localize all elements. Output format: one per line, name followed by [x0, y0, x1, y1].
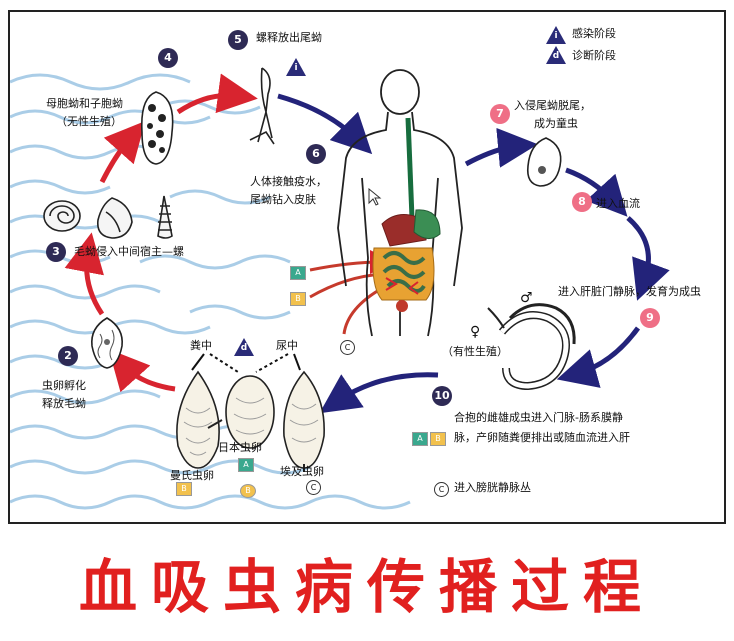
venous-plexus-label: 进入膀胱静脉丛	[454, 481, 531, 494]
step-2-marker: 2	[58, 346, 78, 366]
cursor-icon	[368, 188, 382, 206]
diagram-frame: 4 5 6 3 2 7 8 9 10 螺释放出尾蚴 i 母胞蚴和子胞蚴 （无性生…	[8, 10, 726, 524]
step-6-label-1: 人体接触疫水，	[250, 175, 327, 188]
step-10-label-1: 合抱的雌雄成虫进入门脉-肠系膜静	[454, 411, 623, 424]
legend-diagnostic-label: 诊断阶段	[572, 49, 616, 62]
step-8-marker: 8	[572, 192, 592, 212]
japonicum-egg-label: 日本虫卵	[218, 441, 262, 454]
adult-worm-pair-figure	[487, 303, 576, 391]
male-symbol: ♂	[520, 290, 533, 306]
step-2-label-2: 释放毛蚴	[42, 397, 86, 410]
haematobium-egg-label: 埃及虫卵	[280, 465, 324, 478]
schistosomulum-figure	[526, 137, 562, 187]
haematobium-egg-figure	[283, 370, 325, 472]
diagnostic-stage-icon: d	[234, 338, 254, 356]
step-10-marker: 10	[432, 386, 452, 406]
feces-label: 粪中	[190, 339, 212, 352]
step-10-label-2: 脉，产卵随粪便排出或随血流进入肝	[454, 431, 630, 444]
step-8-label: 进入血流	[596, 197, 640, 210]
badge-b-mansoni: B	[176, 482, 192, 496]
arrow-egg-to-miracidium	[108, 349, 176, 393]
step-3-marker: 3	[46, 242, 66, 262]
step-5-marker: 5	[228, 30, 248, 50]
arrow-cercaria-to-human	[277, 93, 373, 155]
badge-b-intestine: B	[290, 292, 306, 306]
sexual-reproduction-label: （有性生殖）	[442, 345, 508, 358]
arrow-snail-to-sporocyst	[99, 121, 146, 184]
sporocyst-figure	[140, 91, 174, 165]
legend-diagnostic-icon: d	[546, 46, 566, 64]
badge-b-step10: B	[430, 432, 446, 446]
arrow-to-bloodstream	[565, 167, 628, 217]
step-7-label-1: 入侵尾蚴脱尾，	[514, 99, 591, 112]
step-6-label-2: 尾蚴钻入皮肤	[250, 193, 316, 206]
badge-b-japonicum: B	[240, 484, 256, 498]
japonicum-egg-figure	[225, 375, 275, 449]
arrow-to-portal-vein	[626, 216, 670, 301]
arrow-miracidium-to-snail	[64, 232, 105, 316]
step-9-marker: 9	[640, 308, 660, 328]
badge-c-haematobium: C	[306, 480, 321, 495]
snail-shells-figure	[43, 195, 173, 239]
badge-c-bladder: C	[340, 340, 355, 355]
arrow-human-to-schistosomula	[464, 127, 538, 168]
arrow-to-adult-worms	[556, 326, 641, 388]
step-5-label: 螺释放出尾蚴	[256, 31, 322, 44]
step-3-label: 毛蚴侵入中间宿主—螺	[74, 245, 184, 258]
badge-c-venous: C	[434, 482, 449, 497]
mansoni-egg-figure	[176, 370, 223, 469]
step-2-label-1: 虫卵孵化	[42, 379, 86, 392]
step-7-label-2: 成为童虫	[534, 117, 578, 130]
infective-stage-icon: i	[286, 58, 306, 76]
arrow-sporocyst-to-cercaria	[176, 73, 258, 115]
step-7-marker: 7	[490, 104, 510, 124]
step-4-label-2: （无性生殖）	[56, 115, 122, 128]
urine-label: 尿中	[276, 339, 298, 352]
page-title: 血吸虫病传播过程	[78, 553, 655, 621]
badge-a-liver: A	[290, 266, 306, 280]
step-4-label-1: 母胞蚴和子胞蚴	[46, 97, 123, 110]
mansoni-egg-label: 曼氏虫卵	[170, 469, 214, 482]
legend-infective-label: 感染阶段	[572, 27, 616, 40]
arrow-worms-to-eggs	[319, 372, 439, 414]
cercaria-figure	[249, 67, 275, 145]
miracidium-figure	[90, 317, 124, 369]
human-body-figure	[337, 69, 463, 337]
step-4-marker: 4	[158, 48, 178, 68]
step-6-marker: 6	[306, 144, 326, 164]
legend-infective-icon: i	[546, 26, 566, 44]
step-9-label: 进入肝脏门静脉，发育为成虫	[558, 285, 701, 298]
badge-a-step10: A	[412, 432, 428, 446]
badge-a-japonicum: A	[238, 458, 254, 472]
female-symbol: ♀	[470, 324, 481, 340]
